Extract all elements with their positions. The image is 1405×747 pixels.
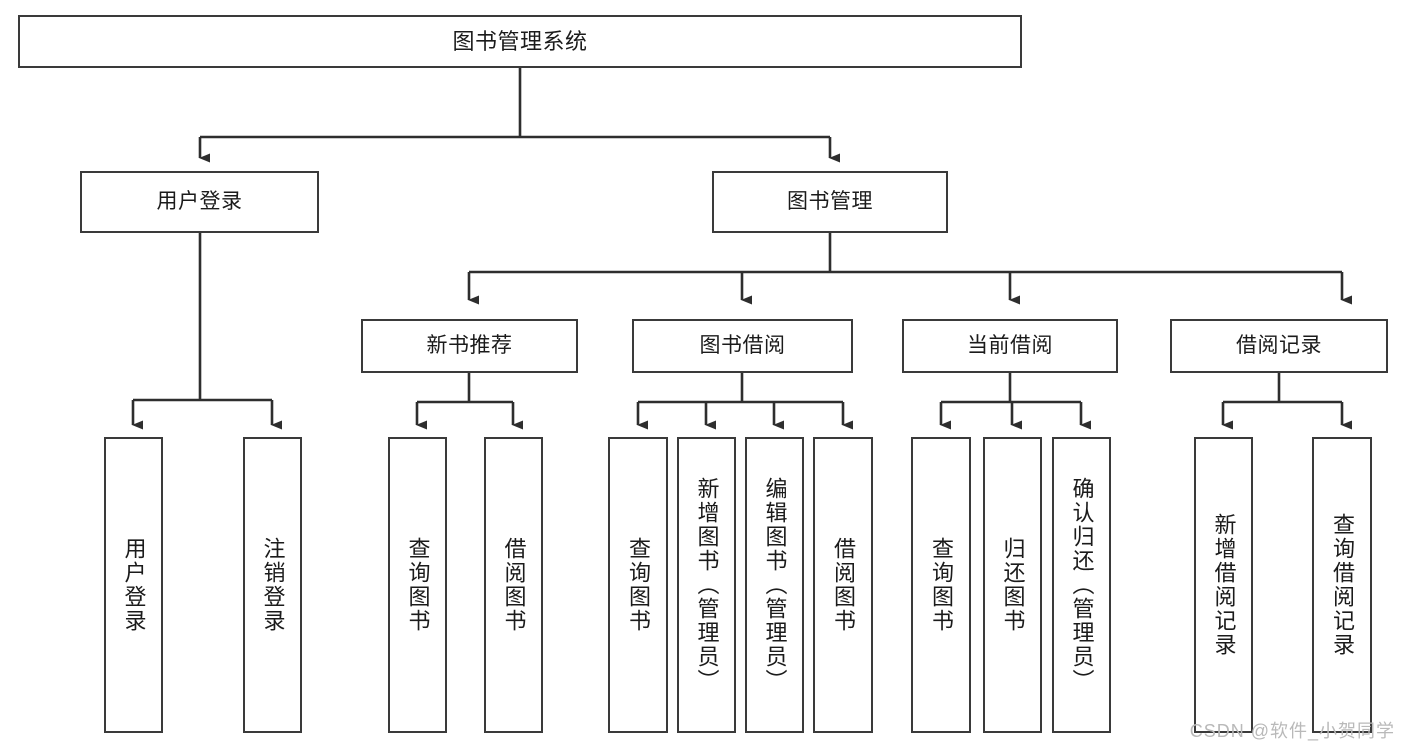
leaf-add-borrow-record[interactable]: 新增借阅记录 [1194, 437, 1253, 733]
leaf-borrow-book-recommend[interactable]: 借阅图书 [484, 437, 543, 733]
node-book-borrow[interactable]: 图书借阅 [632, 319, 853, 373]
leaf-add-book-admin[interactable]: 新增图书（管理员） [677, 437, 736, 733]
node-user-login-group[interactable]: 用户登录 [80, 171, 319, 233]
node-current-borrow[interactable]: 当前借阅 [902, 319, 1118, 373]
leaf-confirm-return-admin[interactable]: 确认归还（管理员） [1052, 437, 1111, 733]
node-label: 用户登录 [156, 189, 243, 213]
node-label: 图书管理系统 [452, 28, 588, 54]
node-label: 用户登录 [121, 537, 147, 633]
node-label: 查询图书 [625, 537, 651, 633]
node-new-book-recommend[interactable]: 新书推荐 [361, 319, 578, 373]
node-label: 新增借阅记录 [1211, 513, 1237, 657]
node-root[interactable]: 图书管理系统 [18, 15, 1022, 68]
node-label: 查询图书 [405, 537, 431, 633]
node-label: 图书借阅 [699, 333, 786, 357]
node-label: 新增图书（管理员） [694, 477, 720, 693]
node-label: 借阅图书 [830, 537, 856, 633]
node-borrow-record[interactable]: 借阅记录 [1170, 319, 1388, 373]
leaf-user-login[interactable]: 用户登录 [104, 437, 163, 733]
node-label: 查询借阅记录 [1329, 513, 1355, 657]
watermark: CSDN @软件_小贺同学 [1189, 721, 1395, 741]
node-label: 借阅记录 [1236, 333, 1322, 357]
node-label: 注销登录 [260, 537, 286, 633]
node-label: 图书管理 [787, 189, 873, 213]
leaf-logout[interactable]: 注销登录 [243, 437, 302, 733]
leaf-return-book[interactable]: 归还图书 [983, 437, 1042, 733]
leaf-query-book[interactable]: 查询图书 [608, 437, 668, 733]
leaf-borrow-book[interactable]: 借阅图书 [813, 437, 873, 733]
node-book-management-group[interactable]: 图书管理 [712, 171, 948, 233]
leaf-query-book-recommend[interactable]: 查询图书 [388, 437, 447, 733]
node-label: 查询图书 [928, 537, 954, 633]
node-label: 新书推荐 [426, 333, 513, 357]
leaf-query-borrow-record[interactable]: 查询借阅记录 [1312, 437, 1372, 733]
node-label: 确认归还（管理员） [1069, 477, 1095, 693]
node-label: 归还图书 [1000, 537, 1026, 633]
leaf-edit-book-admin[interactable]: 编辑图书（管理员） [745, 437, 804, 733]
node-label: 编辑图书（管理员） [762, 477, 788, 693]
node-label: 当前借阅 [967, 333, 1053, 357]
node-label: 借阅图书 [501, 537, 527, 633]
leaf-query-book-current[interactable]: 查询图书 [911, 437, 971, 733]
